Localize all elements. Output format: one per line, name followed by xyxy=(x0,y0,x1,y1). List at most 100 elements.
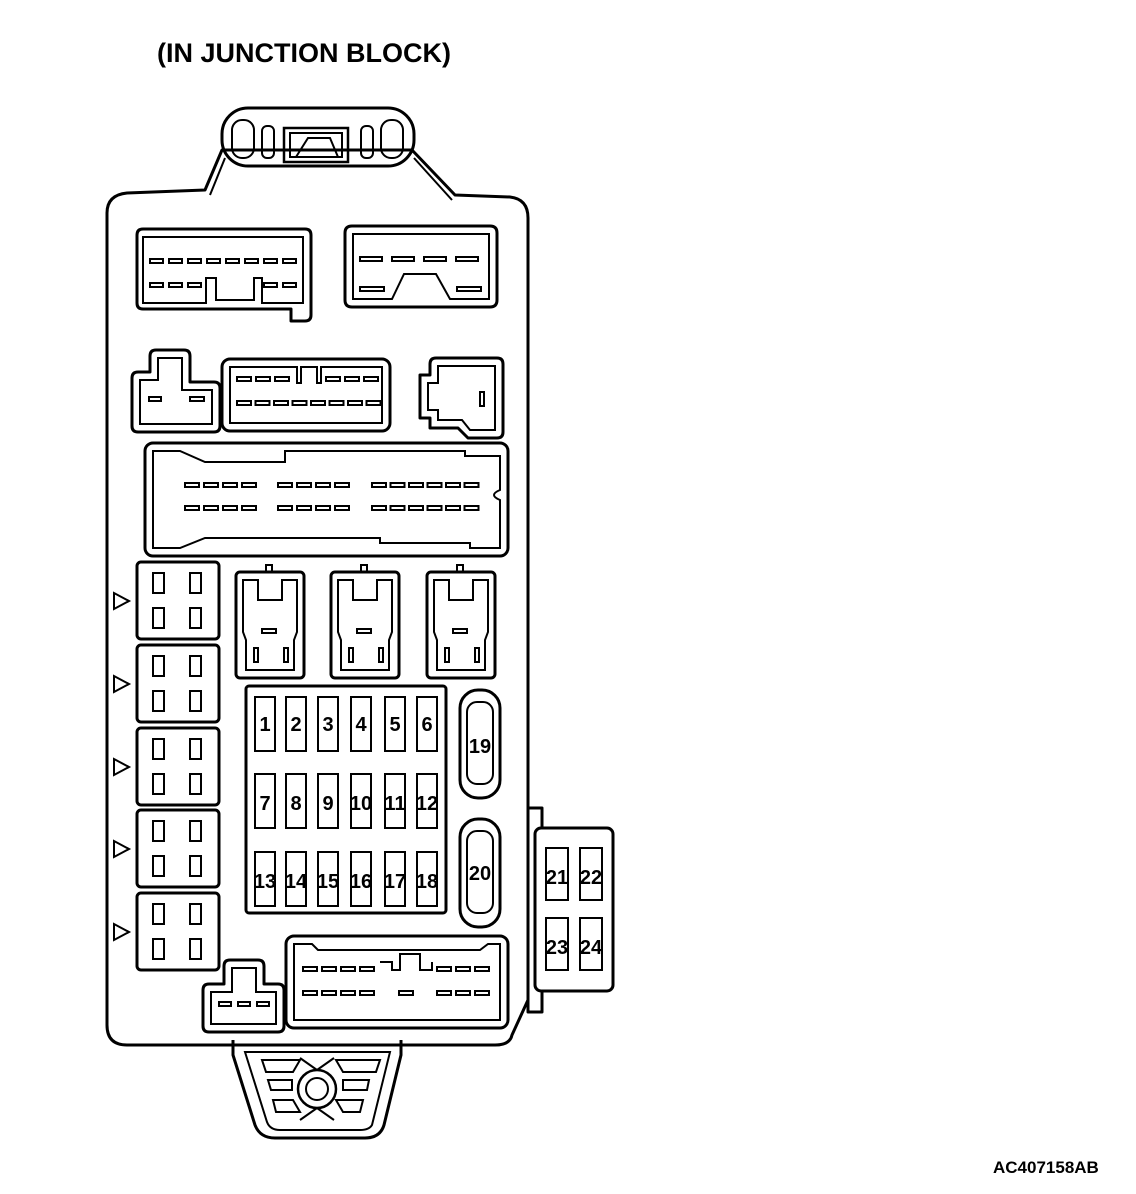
fuse-slot: 4 xyxy=(350,696,372,752)
connector-pin xyxy=(347,400,363,406)
connector-pin xyxy=(455,966,471,972)
connector-pin xyxy=(325,376,341,382)
connector-pin xyxy=(340,990,356,996)
relay-socket xyxy=(113,560,221,641)
connector-pin xyxy=(445,482,461,488)
housing-edge xyxy=(413,157,453,201)
connector-pin xyxy=(363,376,379,382)
fuse-number-label: 7 xyxy=(259,793,270,815)
fuse-number-label: 2 xyxy=(290,714,301,736)
connector-small-left xyxy=(130,348,222,434)
connector-pin xyxy=(291,400,308,406)
connector-large xyxy=(143,441,510,558)
relay-socket xyxy=(234,564,306,680)
connector-pin xyxy=(408,482,424,488)
connector-pin xyxy=(456,286,482,292)
fuse-slot: 17 xyxy=(384,851,406,907)
connector-pin xyxy=(296,505,312,511)
fuse-number-label: 8 xyxy=(290,793,301,815)
relay-socket xyxy=(113,808,221,889)
connector-pin xyxy=(455,990,471,996)
connector-pin xyxy=(168,258,183,264)
connector-pin xyxy=(296,482,312,488)
connector-pin xyxy=(359,256,383,262)
connector-pin xyxy=(263,282,278,288)
connector-pin xyxy=(236,376,252,382)
connector-pin xyxy=(463,505,480,511)
connector-pin xyxy=(255,376,271,382)
connector-pin xyxy=(187,282,202,288)
connector-pin xyxy=(389,505,406,511)
relay-socket xyxy=(329,564,401,680)
large-fuse-20: 20 xyxy=(458,817,502,929)
triangle-marker-icon xyxy=(113,591,132,611)
connector-small-right xyxy=(418,356,505,440)
connector-pin xyxy=(426,505,443,511)
fuse-number-label: 10 xyxy=(350,793,372,815)
figure-code: AC407158AB xyxy=(993,1158,1099,1177)
fuse-number-label: 1 xyxy=(259,714,270,736)
connector-pin xyxy=(398,990,414,996)
fuse-number-label: 5 xyxy=(389,714,400,736)
connector-pin xyxy=(389,482,406,488)
connector-upper-left xyxy=(135,227,313,323)
connector-pin xyxy=(222,482,238,488)
fuse-slot: 11 xyxy=(384,773,406,829)
connector-pin xyxy=(365,400,382,406)
connector-pin xyxy=(408,505,424,511)
fuse-number-label: 17 xyxy=(384,871,406,893)
connector-pin xyxy=(315,482,331,488)
connector-pin xyxy=(168,282,183,288)
connector-pin xyxy=(344,376,360,382)
side-fuse-label: 24 xyxy=(580,937,603,959)
connector-pin xyxy=(340,966,356,972)
connector-upper-right xyxy=(343,224,499,309)
large-fuse-19: 19 xyxy=(458,688,502,800)
connector-pin xyxy=(463,482,480,488)
fuse-number-label: 12 xyxy=(416,793,438,815)
fuse-number-label: 6 xyxy=(421,714,432,736)
connector-pin xyxy=(184,482,200,488)
triangle-marker-icon xyxy=(113,922,132,942)
connector-pin xyxy=(241,482,257,488)
triangle-marker-icon xyxy=(113,757,132,777)
fuse-slot: 18 xyxy=(416,851,438,907)
fuse-panel xyxy=(244,684,448,915)
connector-pin xyxy=(426,482,443,488)
connector-pin xyxy=(277,505,293,511)
connector-pin xyxy=(206,258,221,264)
side-fuse-label: 22 xyxy=(580,867,602,889)
fuse-slot: 3 xyxy=(317,696,339,752)
connector-pin xyxy=(436,966,452,972)
fuse-number-label: 14 xyxy=(285,871,308,893)
connector-pin xyxy=(334,482,350,488)
connector-pin xyxy=(222,505,238,511)
housing-edge xyxy=(209,157,226,196)
connector-pin xyxy=(371,482,387,488)
large-fuse-label: 20 xyxy=(469,863,491,885)
connector-bottom-small xyxy=(201,958,286,1034)
connector-pin xyxy=(371,505,387,511)
fuse-number-label: 13 xyxy=(254,871,276,893)
connector-pin xyxy=(241,505,257,511)
fuse-slot: 16 xyxy=(350,851,372,907)
fuse-number-label: 15 xyxy=(317,871,339,893)
connector-pin xyxy=(149,258,164,264)
relay-socket xyxy=(113,891,221,972)
connector-pin xyxy=(263,258,278,264)
connector-pin xyxy=(282,258,297,264)
large-fuse-label: 19 xyxy=(469,736,491,758)
connector-pin xyxy=(315,505,331,511)
connector-pin xyxy=(282,282,297,288)
connector-pin xyxy=(474,990,490,996)
side-fuse-block: 21 22 23 24 xyxy=(526,806,615,1014)
connector-pin xyxy=(359,990,375,996)
connector-pin xyxy=(203,482,219,488)
connector-pin xyxy=(273,400,289,406)
fuse-number-label: 16 xyxy=(350,871,372,893)
connector-pin xyxy=(328,400,345,406)
fuse-number-label: 3 xyxy=(322,714,333,736)
connector-pin xyxy=(149,282,164,288)
connector-middle xyxy=(220,357,392,433)
